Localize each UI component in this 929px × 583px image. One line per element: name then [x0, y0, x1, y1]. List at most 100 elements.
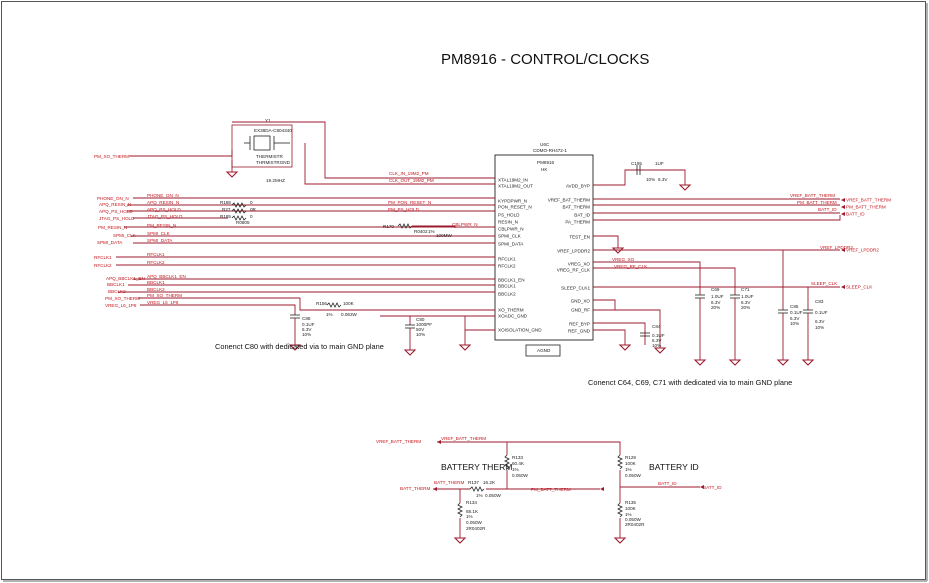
inner-net-label: CLK_IN_19M2_PM [389, 171, 429, 176]
capacitor-c83 [801, 287, 815, 366]
wire-vref-batt-therm-bottom [437, 441, 621, 455]
inner-net-label: VREG_L6_1P8 [147, 300, 179, 305]
chip-right-pin: GND_RF [571, 308, 590, 313]
capacitor-c80 [403, 316, 417, 356]
batt-therm-input: BATT_THERM [400, 486, 430, 491]
resistor-r134 [457, 502, 463, 518]
chip-left-pins: XTAL19M2_INXTAL19M2_OUTKYPDPWR_NPON_RESE… [498, 178, 542, 333]
r135-text: 100K [625, 506, 637, 511]
left-net-label: SPMI_DATA [97, 240, 123, 245]
inner-net-label: JTAG_PS_HOLD [147, 214, 183, 219]
c84-tol: 10% [652, 343, 661, 348]
chip-right-pin: BAT_ID [574, 213, 590, 218]
right-net-arrow [841, 212, 845, 216]
c80-voltage: 50V [416, 327, 425, 332]
r137-power: 0.050W [485, 493, 501, 498]
c88-value: 0.1UF [302, 322, 315, 327]
right-outer-label: BATT_ID [846, 212, 865, 217]
gnd-gnd-rf [653, 347, 667, 354]
wire-ref-gnd [593, 329, 626, 345]
chip-right-pin: GND_XO [571, 299, 591, 304]
c88-voltage: 6.3V [302, 327, 312, 332]
note-c64: Conenct C64, C69, C71 with dedicated via… [588, 378, 792, 387]
chip-left-pin: SPMI_DATA [498, 242, 524, 247]
inner-net-label: RFCLK2 [147, 260, 165, 265]
r135-text: 0.050W [625, 517, 641, 522]
battery-therm-label: BATTERY THERM [441, 462, 512, 472]
chip-left-pin: RESIN_N [498, 220, 518, 225]
gnd-symbol [225, 171, 239, 178]
inner-net-label: CLK_OUT_19M2_PM [389, 178, 434, 183]
c69-value: 1.0UF [711, 294, 724, 299]
right-net-labels: VREF_BATT_THERMPM_BATT_THERMBATT_IDVREF_… [612, 193, 891, 290]
wire-xo-therm-chip [299, 298, 495, 311]
r186-value: 0 [250, 200, 253, 205]
wire-gnd-rf [615, 309, 661, 348]
gnd-test-en [611, 247, 625, 254]
crystal-y1: Y1 EX38DA-C804340 THERMISTR THRMISTRGND … [231, 118, 293, 183]
inner-net-label: APQ_PS_HOLD [147, 207, 181, 212]
right-net-label: VREF_BATT_THERM [790, 193, 835, 198]
chip-designator: U6C [540, 142, 550, 147]
c88-tol: 10% [302, 332, 311, 337]
pm-batt-therm-output: PM_BATT_THERM [531, 487, 571, 492]
left-net-label: APQ_RESIN_N [99, 202, 131, 207]
c71-voltage: 6.3V [741, 300, 751, 305]
chip-right-pin: SLEEP_CLK1 [561, 286, 590, 291]
r27-designator: R27 [222, 207, 231, 212]
chip-right-pin: VREF_LPDDR2 [557, 249, 590, 254]
left-net-label: JTAG_PS_HOLD [99, 216, 135, 221]
chip-right-pin: AVDD_BYP [566, 184, 590, 189]
gnd-ref-gnd [618, 344, 632, 351]
right-net-label: BATT_ID [818, 207, 837, 212]
r135-text: 2R0402R [625, 522, 645, 527]
right-net-arrow [841, 205, 845, 209]
chip-name: PM8916 [537, 160, 555, 165]
r185-designator: R185 [220, 214, 231, 219]
r170-value: R0402 [414, 229, 428, 234]
right-net-label: VREG_XO [612, 257, 635, 262]
c83-designator: C83 [815, 299, 824, 304]
crystal-part: EX38DA-C804340 [254, 128, 292, 133]
c69-voltage: 6.3V [711, 300, 721, 305]
left-net-label: BBCLK2 [108, 289, 126, 294]
left-net-label: SPMI_CLK [113, 233, 137, 238]
batt-id-output: BATT_ID [703, 485, 722, 490]
gnd-xoiso [458, 344, 472, 351]
left-net-label: PM_XO_THERM [105, 296, 140, 301]
wire-vreg-l6 [140, 304, 296, 315]
chip-agnd: AGND [537, 348, 551, 353]
wire-test-en [593, 235, 619, 248]
right-net-label: VREG_RF_CLK [614, 264, 648, 269]
r134-text: 2R0402R [466, 526, 486, 531]
r133-text: R133 [512, 455, 523, 460]
crystal-pin1: THERMISTR [256, 154, 283, 159]
capacitor-c69 [693, 294, 707, 366]
chip-left-pin: RFCLK2 [498, 264, 516, 269]
r156-tol: 1% [326, 312, 333, 317]
wire-avdd-byp [593, 169, 686, 186]
c195-voltage: 6.3V [658, 177, 668, 182]
battery-id-label: BATTERY ID [649, 462, 699, 472]
c80-designator: C80 [416, 317, 425, 322]
r137-value: 16.2K [483, 480, 496, 485]
left-net-label: RFCLK1 [94, 255, 112, 260]
c80-tol: 10% [416, 332, 425, 337]
c85-voltage: 6.3V [790, 316, 800, 321]
r129-text: 0.050W [625, 473, 641, 478]
chip-left-pin: BBCLK2 [498, 292, 516, 297]
left-net-label: PHONE_ON_N [97, 196, 129, 201]
right-outer-label: SLEEP_CLK [846, 285, 873, 290]
inner-net-label: BBCLK2 [147, 287, 165, 292]
c84-designator: C84 [652, 324, 661, 329]
chip-left-pin: KYPDPWR_N [498, 199, 527, 204]
r133-text: 1% [512, 467, 519, 472]
c195-value: 1UF [655, 161, 664, 166]
wire-vreg-rf [593, 267, 736, 295]
wire-gnd-xo [593, 299, 616, 311]
vref-batt-therm-input: VREF_BATT_THERM [376, 439, 421, 444]
capacitor-c85 [776, 250, 790, 366]
inner-net-label: PHONE_ON_N [147, 193, 179, 198]
